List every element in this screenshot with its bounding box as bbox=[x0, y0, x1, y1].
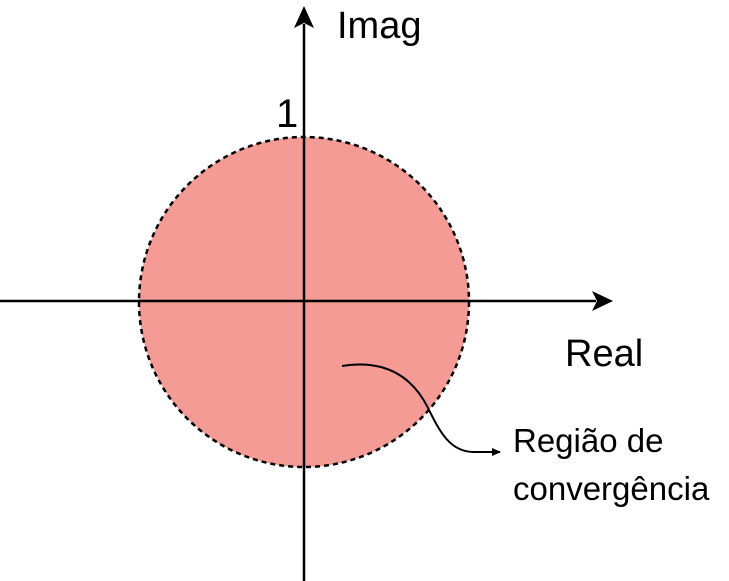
unit-radius-label: 1 bbox=[276, 92, 298, 136]
real-axis-arrowhead-icon bbox=[592, 291, 613, 311]
imag-axis-label: Imag bbox=[337, 5, 421, 47]
annotation-arrow bbox=[341, 363, 501, 456]
annotation-label-line1: Região de bbox=[513, 422, 663, 459]
real-axis-label: Real bbox=[565, 333, 643, 375]
imag-axis-arrowhead-icon bbox=[294, 6, 314, 28]
annotation-label-line2: convergência bbox=[513, 470, 710, 507]
